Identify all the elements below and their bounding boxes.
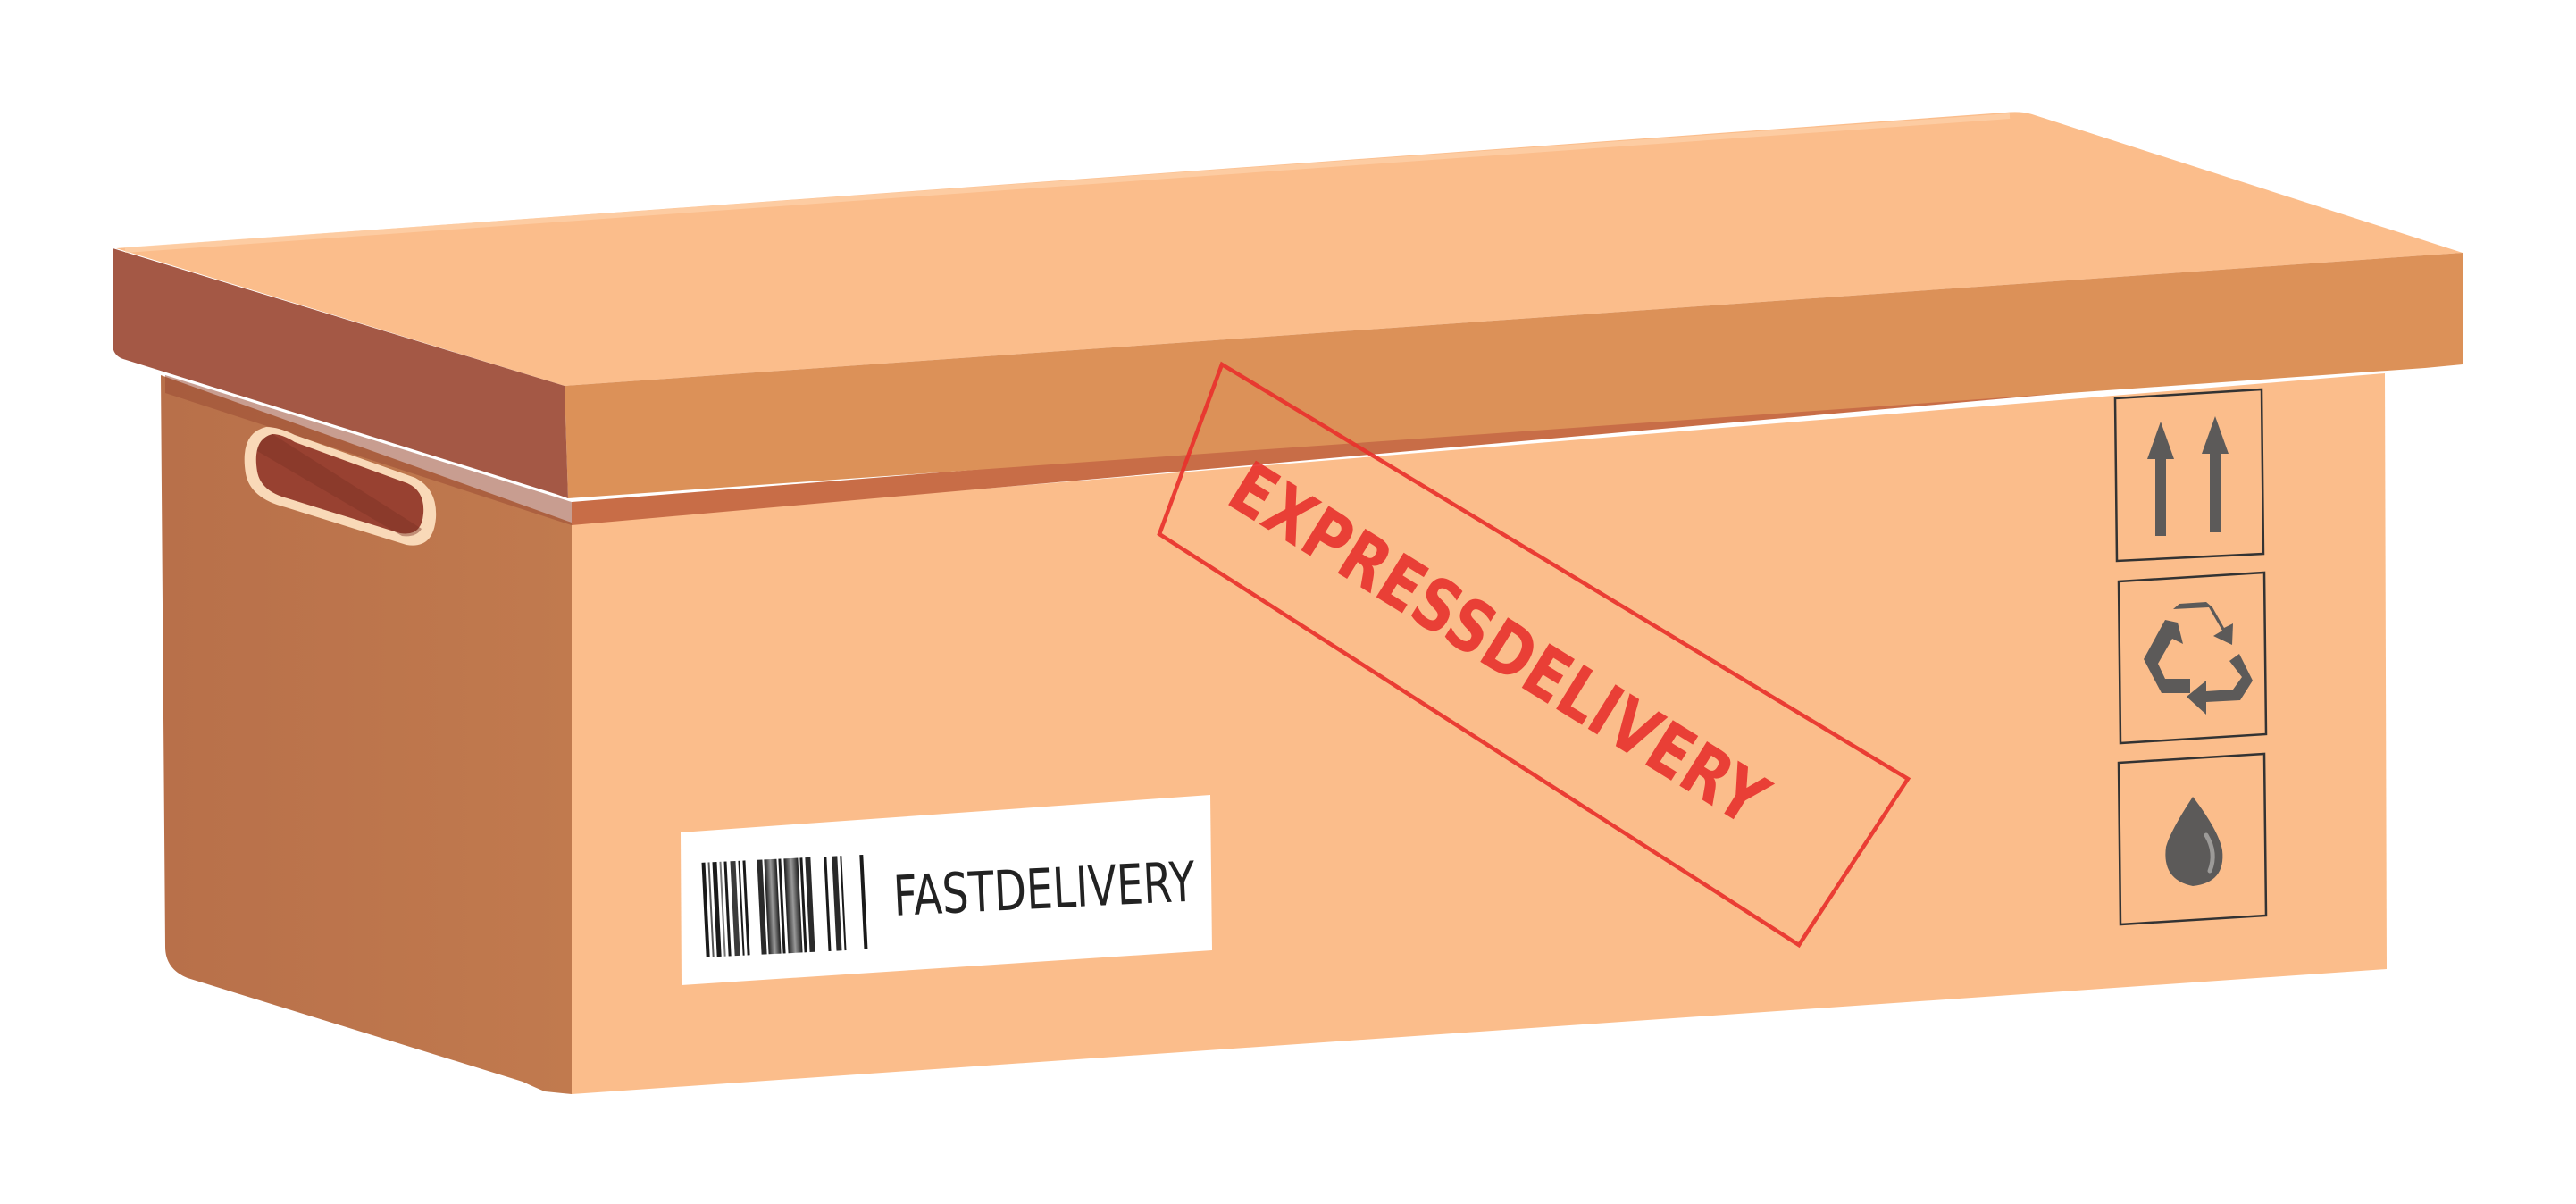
box-body bbox=[161, 366, 2387, 1094]
handle-hole bbox=[244, 427, 437, 546]
recycle-icon bbox=[2117, 571, 2268, 745]
barcode-icon bbox=[701, 854, 868, 957]
shipping-label-text: FASTDELIVERY bbox=[891, 849, 1196, 929]
keep-dry-drop-icon bbox=[2117, 752, 2268, 926]
handling-symbols bbox=[2113, 388, 2268, 926]
shipping-label: FASTDELIVERY bbox=[681, 795, 1212, 985]
lid-side bbox=[113, 248, 568, 498]
under-lid-side-shadow bbox=[165, 375, 572, 525]
lid-top bbox=[116, 112, 2463, 386]
box-side-face bbox=[161, 375, 572, 1094]
this-way-up-arrows-icon bbox=[2113, 388, 2265, 563]
lid-front bbox=[565, 253, 2463, 498]
box-lid bbox=[113, 112, 2463, 498]
stamp-border bbox=[1157, 361, 1911, 949]
